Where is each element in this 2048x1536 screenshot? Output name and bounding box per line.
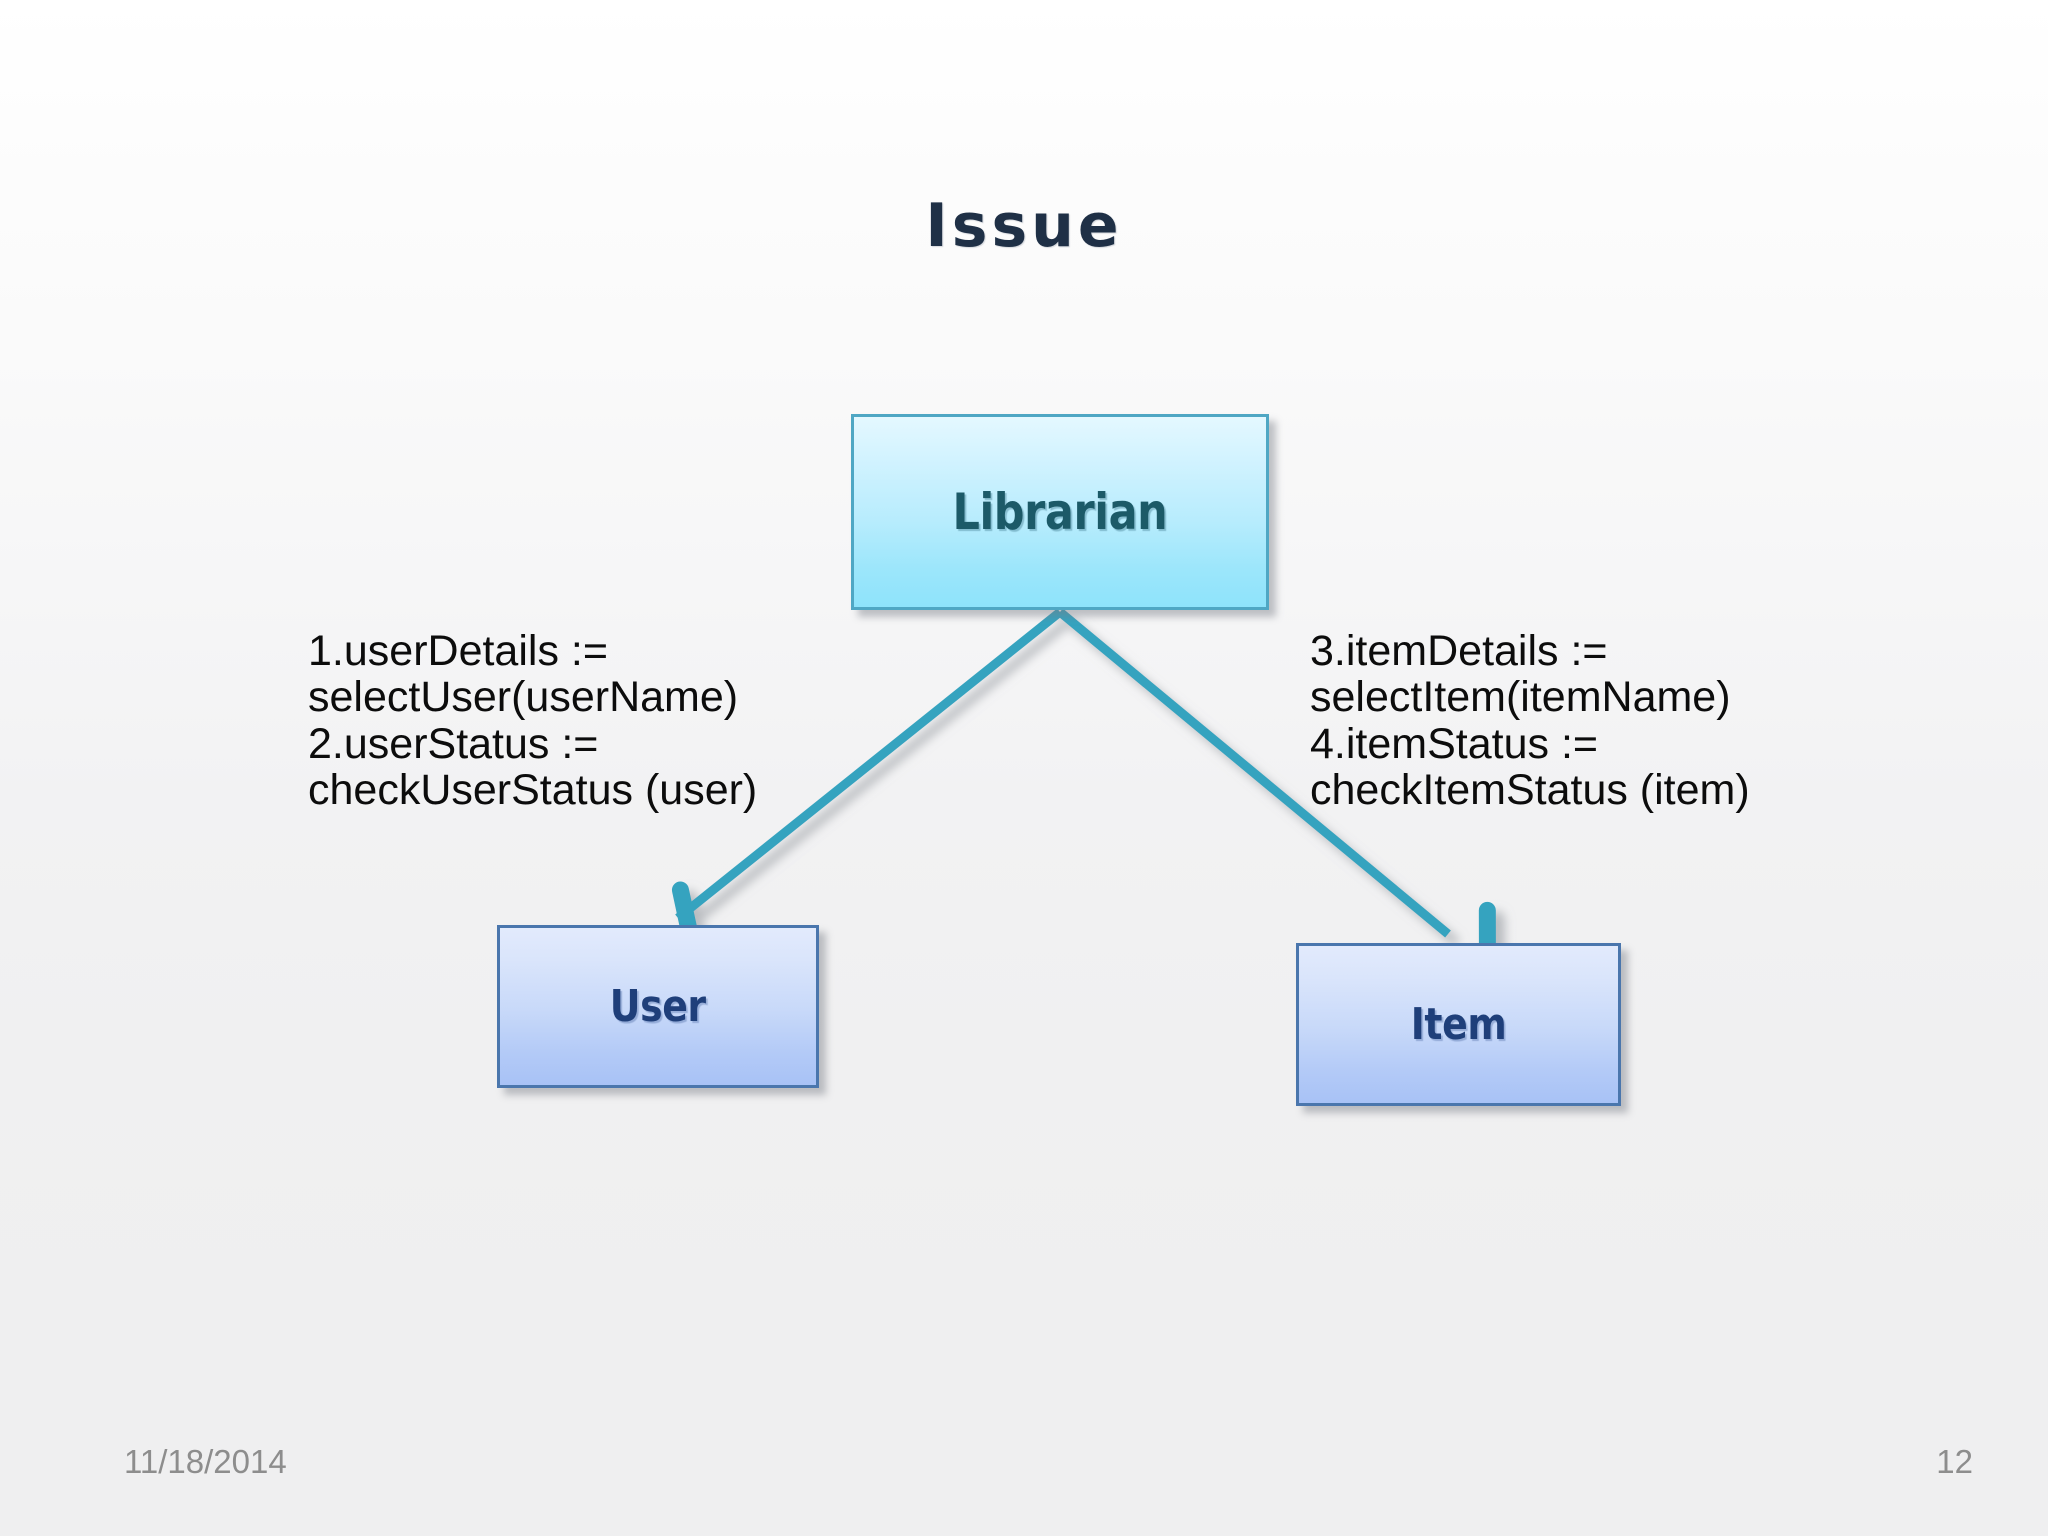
node-label-item: Item (1410, 999, 1507, 1050)
page-title: Issue (925, 191, 1123, 261)
node-label-user: User (610, 981, 706, 1032)
annotation-left-messages: 1.userDetails := selectUser(userName) 2.… (308, 627, 758, 815)
node-label-librarian: Librarian (952, 483, 1168, 541)
footer-date: 11/18/2014 (124, 1443, 287, 1480)
node-box-librarian[interactable]: Librarian (851, 414, 1269, 610)
node-box-user[interactable]: User (497, 925, 819, 1088)
footer-page-number: 12 (1936, 1443, 1973, 1480)
node-box-item[interactable]: Item (1296, 943, 1621, 1106)
annotation-right-messages: 3.itemDetails := selectItem(itemName) 4.… (1310, 627, 1750, 815)
